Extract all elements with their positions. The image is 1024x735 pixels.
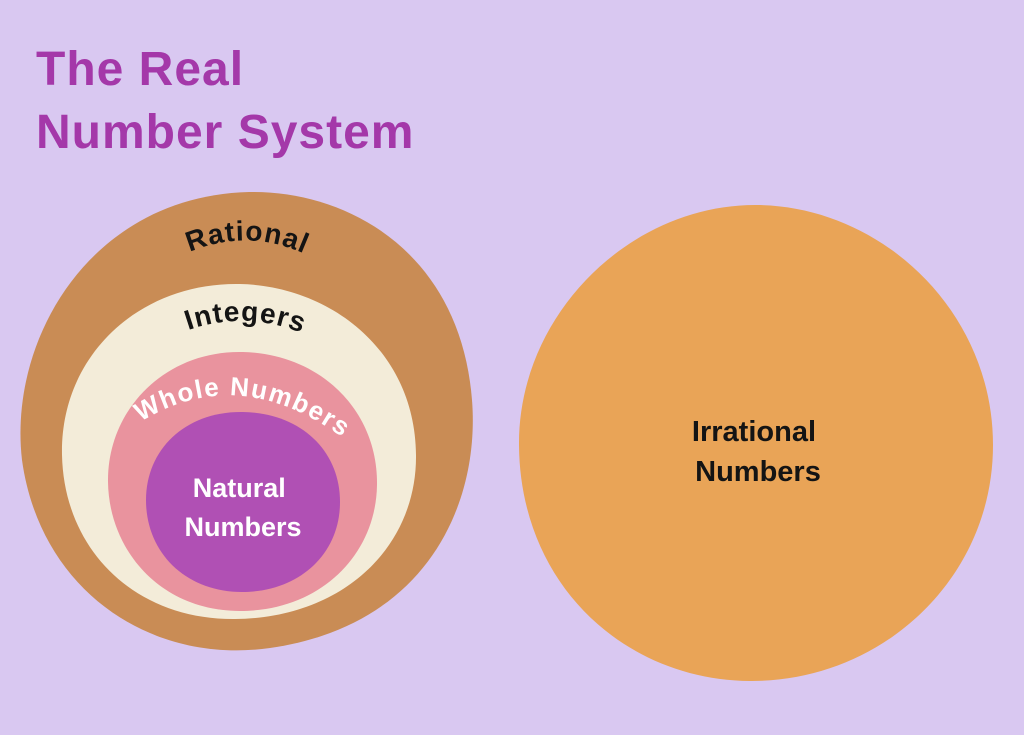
natural-numbers-label: Natural Numbers bbox=[184, 473, 301, 542]
irrational-numbers-label-line-1: Irrational bbox=[692, 416, 816, 448]
irrational-numbers-label-line-2: Numbers bbox=[695, 456, 821, 488]
irrational-set-blob bbox=[518, 204, 993, 682]
page-title-line-2: Number System bbox=[36, 106, 415, 160]
natural-numbers-set-blob bbox=[146, 411, 340, 592]
page-title: The Real Number System bbox=[36, 38, 414, 165]
natural-numbers-label-line-1: Natural bbox=[193, 473, 286, 503]
natural-numbers-label-line-2: Numbers bbox=[184, 512, 301, 542]
page-title-line-1: The Real bbox=[36, 43, 245, 96]
irrational-numbers-label: Irrational Numbers bbox=[692, 416, 824, 488]
